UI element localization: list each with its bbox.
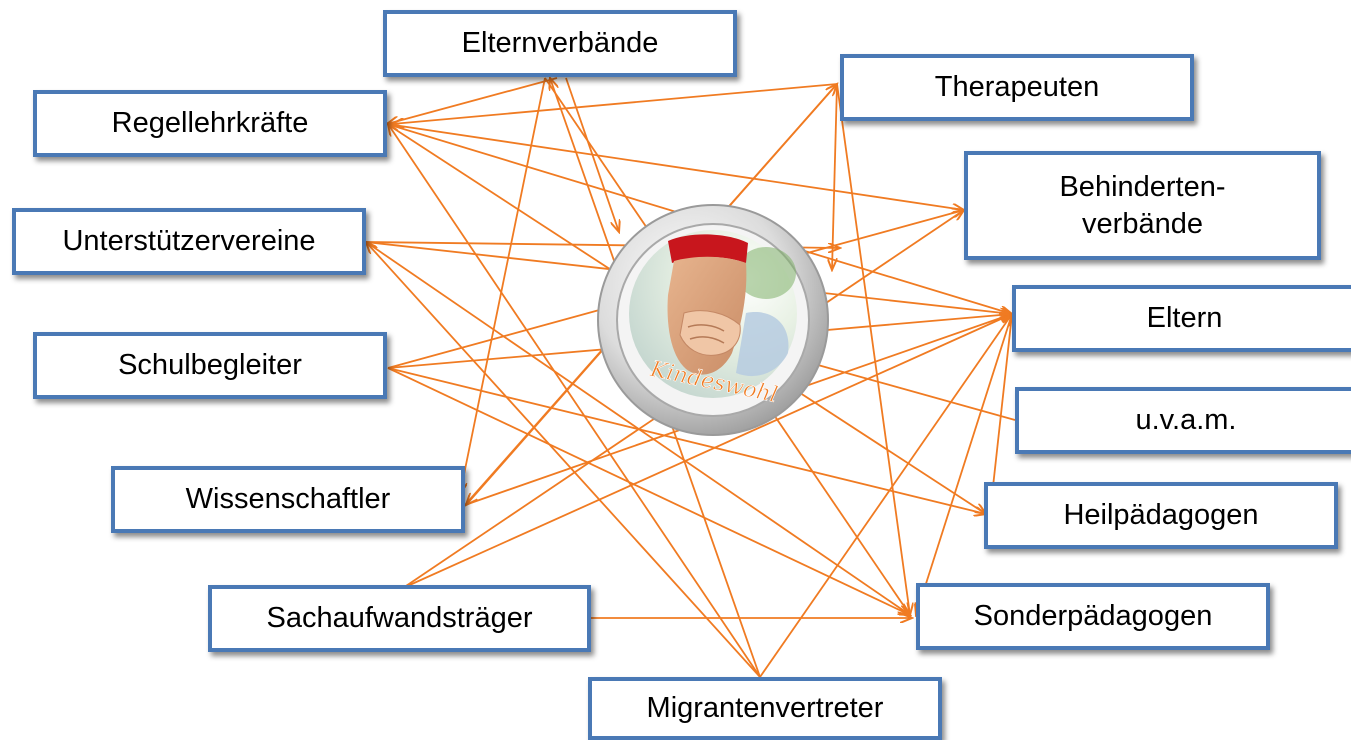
node-regellehrkraefte: Regellehrkräfte [33, 90, 387, 157]
node-label: Heilpädagogen [1063, 499, 1259, 531]
background-foliage [736, 247, 796, 299]
node-label: Sachaufwandsträger [266, 602, 533, 634]
connection-arrow-16 [387, 367, 986, 514]
node-uvam: u.v.a.m. [1015, 387, 1351, 454]
node-label: Wissenschaftler [185, 483, 391, 515]
connection-arrow-25 [366, 242, 761, 678]
connection-arrow-29 [800, 360, 1016, 421]
node-wissenschaftler: Wissenschaftler [111, 466, 465, 533]
node-label-line1: Behinderten- [1059, 170, 1226, 203]
node-label-line2: verbände [1082, 207, 1203, 240]
node-label: Eltern [1146, 302, 1223, 334]
center-emblem: Kindeswohl [596, 203, 830, 437]
node-elternverbaende: Elternverbände [383, 10, 737, 77]
node-unterstuetzervereine: Unterstützervereine [12, 208, 366, 275]
connection-arrow-8 [386, 123, 964, 210]
connection-arrow-21 [402, 314, 1012, 589]
connection-arrow-6 [832, 83, 838, 270]
adult-sleeve [668, 234, 748, 263]
node-label: Regellehrkräfte [111, 107, 309, 139]
connection-arrow-24 [388, 124, 761, 678]
node-label: Elternverbände [461, 27, 659, 59]
node-schulbegleiter: Schulbegleiter [33, 332, 387, 399]
kindeswohl-emblem: Kindeswohl [597, 204, 829, 436]
connection-arrow-7 [836, 83, 910, 615]
connection-arrow-17 [387, 367, 910, 615]
node-migrantenvertreter: Migrantenvertreter [588, 677, 942, 740]
node-sachaufwandstraeger: Sachaufwandsträger [208, 585, 591, 652]
child-sleeve [736, 312, 789, 377]
node-label: Schulbegleiter [118, 349, 302, 381]
node-label: u.v.a.m. [1135, 404, 1237, 436]
connection-arrow-4 [392, 83, 838, 124]
node-label: Therapeuten [934, 71, 1100, 103]
node-behindertenverbaende: Behinderten- verbände [964, 151, 1321, 260]
connection-arrow-28 [916, 313, 1013, 615]
connection-arrow-2 [460, 77, 546, 494]
connection-arrow-26 [759, 314, 1012, 678]
node-label: Sonderpädagogen [973, 600, 1213, 632]
node-label: Migrantenvertreter [646, 692, 884, 724]
child-hand [679, 310, 741, 356]
connection-arrow-27 [990, 313, 1013, 514]
node-heilpaedagogen: Heilpädagogen [984, 482, 1338, 549]
node-therapeuten: Therapeuten [840, 54, 1194, 121]
node-label: Unterstützervereine [62, 225, 316, 257]
connection-arrow-0 [387, 77, 558, 124]
node-sonderpaedagogen: Sonderpädagogen [916, 583, 1270, 650]
node-eltern: Eltern [1012, 285, 1351, 352]
